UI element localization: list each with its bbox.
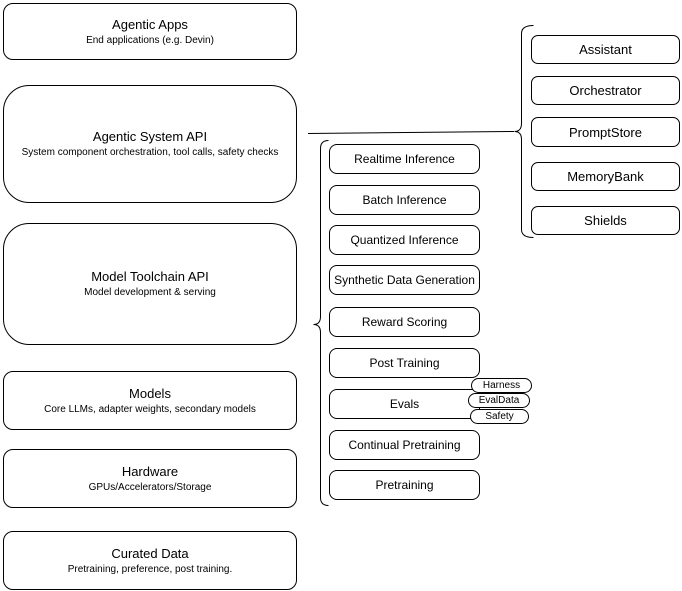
node-subtitle: Model development & serving bbox=[84, 287, 216, 298]
node-batch-inference: Batch Inference bbox=[329, 185, 480, 215]
components-brace bbox=[514, 25, 534, 238]
node-label: Quantized Inference bbox=[350, 233, 459, 247]
node-label: Evals bbox=[389, 397, 420, 411]
node-synthetic-data-generation: Synthetic Data Generation bbox=[329, 265, 480, 295]
node-evals: Evals bbox=[329, 389, 480, 419]
node-subtitle: GPUs/Accelerators/Storage bbox=[88, 481, 212, 493]
node-subtitle: Pretraining, preference, post training. bbox=[67, 563, 233, 575]
node-title: Agentic Apps bbox=[112, 16, 188, 32]
node-pretraining: Pretraining bbox=[329, 470, 480, 500]
node-quantized-inference: Quantized Inference bbox=[329, 225, 480, 255]
node-label: Orchestrator bbox=[569, 83, 642, 98]
node-memorybank: MemoryBank bbox=[531, 162, 680, 191]
tag-label: Harness bbox=[482, 379, 521, 391]
node-realtime-inference: Realtime Inference bbox=[329, 144, 480, 174]
node-label: Continual Pretraining bbox=[348, 438, 461, 452]
tag-harness: Harness bbox=[471, 378, 532, 393]
node-label: Assistant bbox=[579, 42, 632, 57]
node-label: Synthetic Data Generation bbox=[334, 273, 475, 287]
node-subtitle: End applications (e.g. Devin) bbox=[86, 34, 214, 46]
node-reward-scoring: Reward Scoring bbox=[329, 307, 480, 337]
node-continual-pretraining: Continual Pretraining bbox=[329, 430, 480, 460]
node-title: Models bbox=[129, 385, 171, 401]
node-label: Post Training bbox=[369, 356, 440, 370]
node-models: Models Core LLMs, adapter weights, secon… bbox=[3, 371, 297, 430]
node-title: Agentic System API bbox=[92, 129, 208, 144]
tag-label: EvalData bbox=[478, 394, 520, 406]
node-label: Realtime Inference bbox=[354, 152, 455, 166]
node-label: Shields bbox=[584, 213, 627, 228]
node-label: Batch Inference bbox=[362, 193, 447, 207]
toolchain-brace bbox=[313, 140, 329, 506]
node-promptstore: PromptStore bbox=[531, 117, 680, 147]
node-assistant: Assistant bbox=[531, 35, 680, 64]
node-title: Hardware bbox=[121, 463, 179, 479]
node-label: Pretraining bbox=[375, 478, 434, 492]
node-label: PromptStore bbox=[569, 124, 642, 140]
node-agentic-system-api: Agentic System API System component orch… bbox=[3, 85, 297, 203]
node-post-training: Post Training bbox=[329, 348, 480, 378]
node-subtitle: System component orchestration, tool cal… bbox=[21, 147, 279, 158]
node-curated-data: Curated Data Pretraining, preference, po… bbox=[3, 531, 297, 590]
node-label: MemoryBank bbox=[567, 169, 644, 184]
node-title: Model Toolchain API bbox=[91, 269, 209, 284]
node-hardware: Hardware GPUs/Accelerators/Storage bbox=[3, 449, 297, 508]
node-label: Reward Scoring bbox=[361, 315, 448, 329]
tag-safety: Safety bbox=[470, 409, 529, 424]
node-subtitle: Core LLMs, adapter weights, secondary mo… bbox=[44, 403, 256, 415]
node-title: Curated Data bbox=[111, 545, 189, 561]
tag-label: Safety bbox=[485, 410, 514, 422]
api-components-connector-line bbox=[307, 131, 515, 134]
node-shields: Shields bbox=[531, 206, 680, 235]
tag-evaldata: EvalData bbox=[468, 393, 530, 408]
node-orchestrator: Orchestrator bbox=[531, 76, 680, 105]
node-model-toolchain-api: Model Toolchain API Model development & … bbox=[3, 223, 297, 345]
node-agentic-apps: Agentic Apps End applications (e.g. Devi… bbox=[3, 3, 297, 60]
